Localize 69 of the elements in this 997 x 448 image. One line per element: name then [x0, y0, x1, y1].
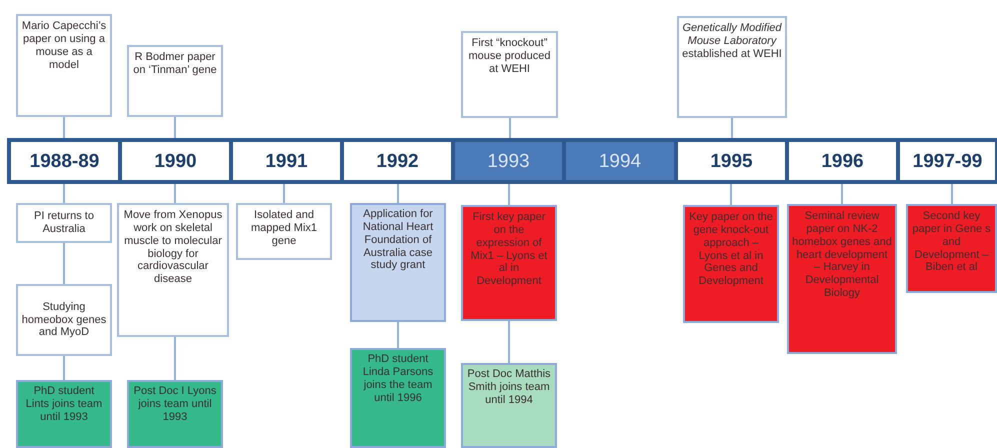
connector-line: [63, 117, 65, 140]
event-box: [677, 16, 787, 118]
year-label: 1995: [709, 152, 754, 170]
event-box: [461, 31, 558, 118]
event-text: Genetically Modified Mouse Laboratory established at WEHI: [681, 22, 783, 61]
event-text: R Bodmer paper on ‘Tinman’ gene: [132, 51, 218, 77]
year-cell: [564, 140, 676, 182]
event-text: Mario Capecchi’s paper on using a mouse as a model: [20, 20, 108, 72]
event-text: PhD student Lints joins team until 1993: [24, 385, 104, 424]
connector-line: [397, 322, 399, 348]
event-box: [16, 284, 112, 356]
connector-line: [730, 182, 732, 205]
event-box: [787, 204, 897, 354]
event-box: [350, 203, 446, 322]
year-label: 1997-99: [912, 152, 984, 170]
event-text: Isolated and mapped Mix1 gene: [250, 209, 318, 248]
event-box: [350, 348, 446, 448]
year-cell: [676, 140, 787, 182]
year-cell: [231, 140, 342, 182]
event-box: [906, 204, 997, 293]
event-box: [127, 45, 223, 117]
event-text: PI returns to Australia: [33, 210, 95, 236]
event-box: [683, 205, 779, 323]
year-cell: [342, 140, 453, 182]
event-text: First key paper on the expression of Mix1 – Lyons et al in Development: [470, 211, 548, 288]
event-text: PhD student Linda Parsons joins the team until 1996: [362, 353, 434, 404]
year-cell: [120, 140, 231, 182]
event-text: Post Doc Matthis Smith joins team until 1994: [466, 368, 552, 407]
event-box: [461, 205, 557, 321]
year-label: 1991: [264, 152, 309, 170]
connector-line: [283, 182, 285, 203]
connector-line: [731, 118, 733, 140]
connector-line: [174, 117, 176, 140]
connector-line: [508, 321, 510, 363]
event-box: [236, 203, 332, 260]
connector-line: [397, 182, 399, 203]
event-text: Post Doc I Lyons joins team until 1993: [132, 385, 218, 424]
year-cell: [453, 140, 564, 182]
year-label: 1988-89: [28, 152, 100, 170]
event-text: Studying homeobox genes and MyoD: [20, 300, 108, 340]
connector-line: [509, 118, 511, 140]
event-box: [461, 363, 557, 448]
connector-line: [63, 243, 65, 284]
event-text: Move from Xenopus work on skeletal muscle to molecular biology for cardiovascular disease: [122, 209, 224, 286]
event-box: [16, 380, 112, 448]
year-cell: [787, 140, 898, 182]
event-box: [16, 14, 112, 117]
connector-line: [174, 337, 176, 380]
year-label: 1992: [375, 152, 420, 170]
year-cell: [898, 140, 997, 182]
connector-line: [951, 182, 953, 204]
event-text: Seminal review paper on NK-2 homebox genes and heart development – Harvey in Developmental Biology: [791, 210, 893, 300]
connector-line: [63, 182, 65, 203]
connector-line: [508, 182, 510, 205]
year-label: 1996: [820, 152, 865, 170]
connector-line: [841, 182, 843, 204]
connector-line: [63, 356, 65, 380]
connector-line: [174, 182, 176, 203]
event-box: [127, 380, 223, 448]
event-box: [16, 203, 112, 243]
year-label: 1994: [598, 152, 642, 170]
event-text: Application for National Heart Foundation of Australia case study grant: [362, 208, 434, 272]
year-label: 1990: [153, 152, 198, 170]
year-label: 1993: [486, 152, 531, 170]
event-text: Key paper on the gene knock-out approach – Lyons et al in Genes and Development: [688, 211, 774, 288]
event-text: Second key paper in Gene s and Development – Biben et al: [911, 210, 992, 274]
event-text: First “knockout” mouse produced at WEHI: [468, 37, 552, 76]
year-cell: [9, 140, 120, 182]
event-box: [117, 203, 229, 337]
